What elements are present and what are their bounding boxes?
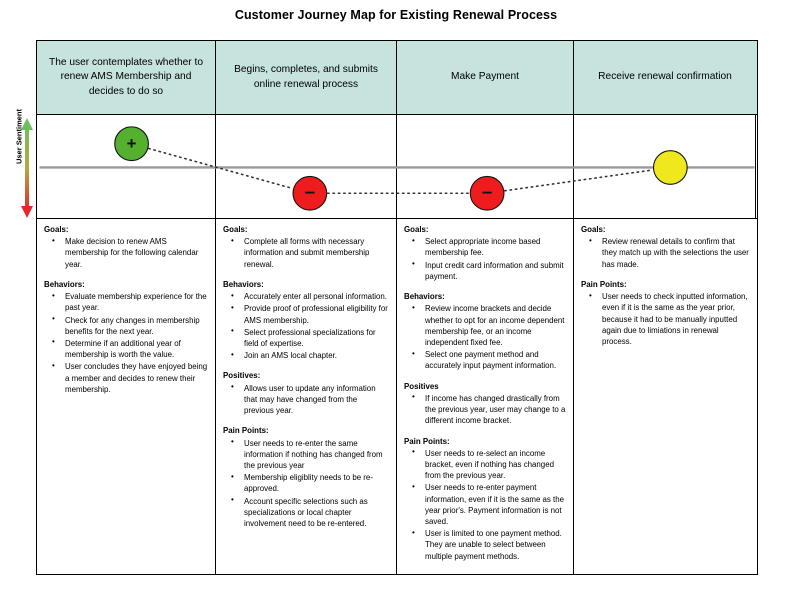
list-item: User concludes they have enjoyed being a… bbox=[52, 360, 208, 395]
section-list: User needs to check inputted information… bbox=[581, 290, 749, 347]
list-item: If income has changed drastically from t… bbox=[412, 391, 566, 427]
detail-row: Goals:Make decision to renew AMS members… bbox=[37, 219, 757, 574]
stage-header-row: The user contemplates whether to renew A… bbox=[37, 41, 757, 115]
section-list: Make decision to renew AMS membership fo… bbox=[44, 235, 208, 270]
section-heading: Pain Points: bbox=[223, 426, 269, 436]
section-heading: Positives: bbox=[223, 371, 261, 381]
stage-label: Make Payment bbox=[451, 71, 519, 83]
list-item: Select one payment method and accurately… bbox=[412, 348, 566, 371]
section-heading: Goals: bbox=[404, 225, 429, 234]
list-item: Select professional specializations for … bbox=[231, 325, 389, 349]
list-item: Allows user to update any information th… bbox=[231, 381, 389, 417]
stage-cell-3: Make Payment bbox=[397, 41, 574, 114]
list-item: Determine if an additional year of membe… bbox=[52, 336, 208, 360]
section-list: Complete all forms with necessary inform… bbox=[223, 235, 389, 270]
stage-cell-4: Receive renewal confirmation bbox=[574, 41, 756, 114]
sentiment-row: +–– bbox=[37, 115, 757, 219]
stage-label: The user contemplates whether to renew A… bbox=[48, 56, 204, 97]
stage-label: Begins, completes, and submits online re… bbox=[234, 64, 378, 90]
sentiment-axis-label: User Sentiment bbox=[14, 108, 24, 165]
list-item: Accurately enter all personal informatio… bbox=[231, 290, 389, 302]
sentiment-cell-1 bbox=[37, 115, 216, 218]
sentiment-cell-3 bbox=[397, 115, 574, 218]
list-item: Account specific selections such as spec… bbox=[231, 494, 389, 530]
list-item: Join an AMS local chapter. bbox=[231, 349, 389, 361]
section-list: Select appropriate income based membersh… bbox=[404, 235, 566, 282]
section-list: Review income brackets and decide whethe… bbox=[404, 302, 566, 371]
section-list: User needs to re-select an income bracke… bbox=[404, 446, 566, 562]
section-heading: Goals: bbox=[44, 225, 69, 234]
list-item: Input credit card information and submit… bbox=[412, 258, 566, 282]
detail-cell-3: Goals:Select appropriate income based me… bbox=[397, 219, 574, 574]
journey-map-table: The user contemplates whether to renew A… bbox=[36, 40, 758, 575]
list-item: User is limited to one payment method. T… bbox=[412, 527, 566, 562]
list-item: Complete all forms with necessary inform… bbox=[231, 235, 389, 270]
section-heading: Behaviors: bbox=[404, 292, 445, 302]
section-heading: Positives bbox=[404, 381, 439, 391]
list-item: Membership eligiblity needs to be re-app… bbox=[231, 471, 389, 494]
section-list: If income has changed drastically from t… bbox=[404, 391, 566, 427]
section-heading: Pain Points: bbox=[404, 436, 450, 446]
stage-cell-1: The user contemplates whether to renew A… bbox=[37, 41, 216, 114]
sentiment-gradient-arrow-icon bbox=[19, 118, 35, 218]
section-list: Allows user to update any information th… bbox=[223, 381, 389, 417]
stage-cell-2: Begins, completes, and submits online re… bbox=[216, 41, 397, 114]
stage-label: Receive renewal confirmation bbox=[598, 71, 732, 83]
section-heading: Goals: bbox=[581, 225, 606, 234]
detail-cell-2: Goals:Complete all forms with necessary … bbox=[216, 219, 397, 574]
section-list: Evaluate membership experience for the p… bbox=[44, 290, 208, 395]
user-sentiment-axis: User Sentiment bbox=[2, 109, 36, 218]
sentiment-cell-2 bbox=[216, 115, 397, 218]
page-title: Customer Journey Map for Existing Renewa… bbox=[234, 8, 558, 22]
list-item: Make decision to renew AMS membership fo… bbox=[52, 235, 208, 270]
list-item: Evaluate membership experience for the p… bbox=[52, 290, 208, 313]
list-item: User needs to re-select an income bracke… bbox=[412, 446, 566, 482]
section-list: User needs to re-enter the same informat… bbox=[223, 436, 389, 530]
section-heading: Pain Points: bbox=[581, 279, 627, 289]
sentiment-cell-4 bbox=[574, 115, 756, 218]
section-list: Accurately enter all personal informatio… bbox=[223, 290, 389, 361]
section-heading: Behaviors: bbox=[223, 279, 264, 289]
section-list: Review renewal details to confirm that t… bbox=[581, 235, 749, 270]
list-item: Review renewal details to confirm that t… bbox=[589, 235, 749, 270]
list-item: Check for any changes in membership bene… bbox=[52, 313, 208, 337]
detail-cell-1: Goals:Make decision to renew AMS members… bbox=[37, 219, 216, 574]
list-item: Select appropriate income based membersh… bbox=[412, 235, 566, 258]
section-heading: Behaviors: bbox=[44, 279, 85, 289]
list-item: User needs to re-enter the same informat… bbox=[231, 436, 389, 472]
list-item: User needs to re-enter payment informati… bbox=[412, 481, 566, 527]
list-item: Review income brackets and decide whethe… bbox=[412, 302, 566, 348]
list-item: Provide proof of professional eligibilit… bbox=[231, 302, 389, 325]
section-heading: Goals: bbox=[223, 225, 248, 234]
detail-cell-4: Goals:Review renewal details to confirm … bbox=[574, 219, 756, 574]
list-item: User needs to check inputted information… bbox=[589, 290, 749, 347]
